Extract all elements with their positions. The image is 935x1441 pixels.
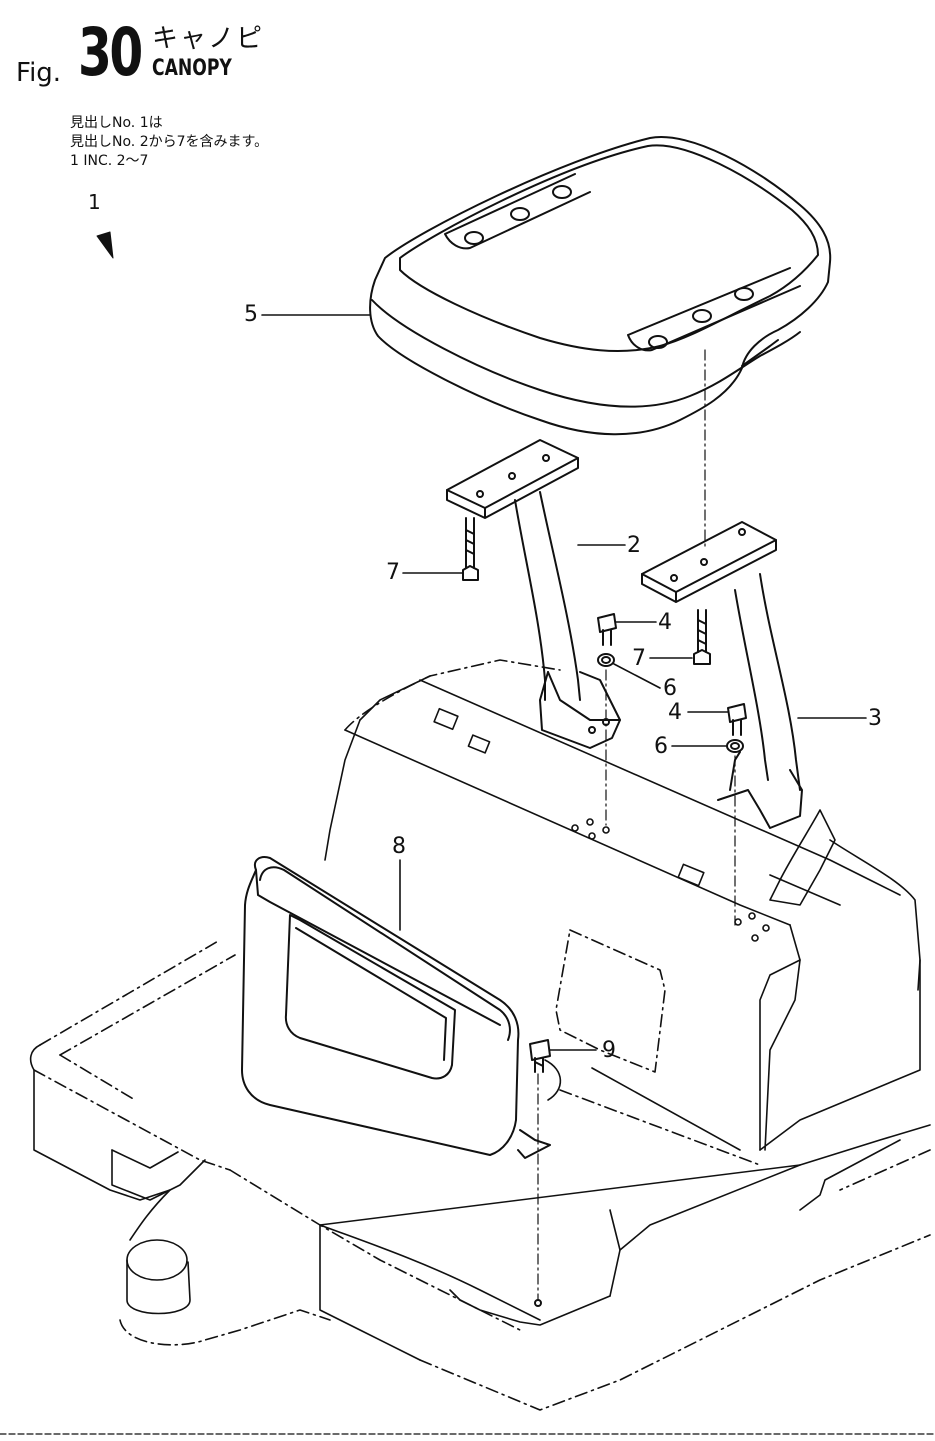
bolt-7-left: [463, 518, 478, 580]
callout-5: 5: [244, 302, 258, 327]
callout-6b: 6: [654, 734, 668, 759]
seat-back-guard: [242, 857, 550, 1158]
bolt-4-right: [728, 704, 746, 735]
callout-7b: 7: [632, 646, 646, 671]
callout-4a: 4: [658, 610, 672, 635]
callout-4b: 4: [668, 700, 682, 725]
callout-3: 3: [868, 706, 882, 731]
callout-2: 2: [627, 533, 641, 558]
machine-body-phantom: [31, 660, 930, 1410]
bolt-9: [530, 1040, 550, 1072]
canopy-pillar-left: [447, 440, 620, 748]
canopy-roof: [370, 137, 830, 434]
callout-6a: 6: [663, 676, 677, 701]
callout-8: 8: [392, 834, 406, 859]
bolt-7-right: [694, 610, 710, 664]
callout-9: 9: [602, 1038, 616, 1063]
callout-7a: 7: [386, 560, 400, 585]
washer-6-left: [598, 654, 614, 666]
washer-6-right: [727, 740, 743, 752]
assembly-arrow-icon: [97, 232, 113, 258]
bolt-4-left: [598, 614, 616, 645]
canopy-pillar-right: [642, 522, 802, 828]
